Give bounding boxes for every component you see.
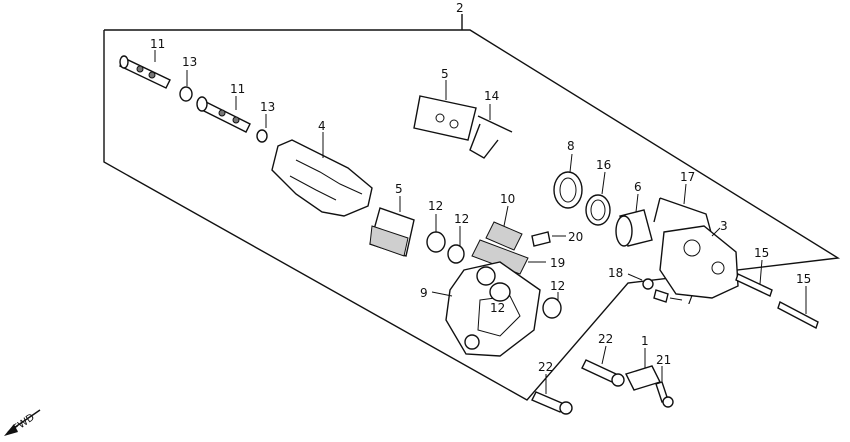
part-pin-15b: [777, 286, 819, 330]
part-dust-seal: [553, 153, 583, 209]
callout-12-c: 12: [490, 301, 505, 315]
callout-13-upper: 13: [182, 55, 197, 69]
callout-17: 17: [680, 170, 695, 184]
part-caliper-bracket: [431, 261, 541, 357]
part-piston: [615, 193, 653, 247]
part-brake-pad-upper: [413, 80, 477, 141]
callout-22-left: 22: [538, 360, 553, 374]
part-retainer-spring: [653, 183, 713, 237]
callout-8: 8: [567, 139, 575, 153]
callout-9: 9: [420, 286, 428, 300]
callout-22-right: 22: [598, 332, 613, 346]
part-bolt-21: [655, 366, 674, 408]
part-caliper-cover: [271, 132, 373, 217]
callout-3: 3: [720, 219, 728, 233]
callout-20: 20: [568, 230, 583, 244]
part-banjo-fitting: [625, 348, 661, 391]
part-shim-19: [471, 239, 546, 275]
callout-12-b: 12: [454, 212, 469, 226]
callout-16: 16: [596, 158, 611, 172]
callout-5-lower: 5: [395, 182, 403, 196]
fwd-arrow-icon: FWD: [4, 409, 41, 436]
part-boot-4: [542, 292, 562, 319]
callout-13-lower: 13: [260, 100, 275, 114]
part-piston-seal: [585, 171, 611, 226]
callout-12-d: 12: [550, 279, 565, 293]
callout-15-a: 15: [754, 246, 769, 260]
part-brake-pad-lower: [369, 196, 415, 257]
callout-10: 10: [500, 192, 515, 206]
part-pin-upper: [119, 50, 193, 102]
part-pad-spring: [469, 104, 513, 159]
part-pin-lower: [196, 96, 268, 143]
callout-4: 4: [318, 119, 326, 133]
callout-11-lower: 11: [230, 82, 245, 96]
part-caliper-body: [659, 225, 739, 299]
part-boot-1: [426, 214, 446, 253]
part-pin-15a: [735, 259, 773, 297]
callout-21: 21: [656, 353, 671, 367]
callout-1: 1: [641, 334, 649, 348]
assembly-boundary: 2: [103, 1, 841, 401]
part-bleed-screw: [653, 289, 683, 303]
callout-15-b: 15: [796, 272, 811, 286]
callout-19: 19: [550, 256, 565, 270]
part-cap: [627, 273, 654, 290]
callout-6: 6: [634, 180, 642, 194]
callout-18: 18: [608, 266, 623, 280]
part-boot-3: [489, 282, 511, 302]
part-bleeder-valve: [531, 231, 566, 247]
part-boot-2: [447, 226, 465, 264]
callout-11-upper: 11: [150, 37, 165, 51]
callout-7: 7: [686, 293, 694, 307]
callout-12-a: 12: [428, 199, 443, 213]
part-shim-10: [485, 205, 523, 251]
callout-2: 2: [456, 1, 464, 15]
part-bolt-22-right: [581, 345, 625, 387]
callout-5-upper: 5: [441, 67, 449, 81]
callout-14: 14: [484, 89, 499, 103]
part-bolt-22-left: [531, 374, 573, 415]
